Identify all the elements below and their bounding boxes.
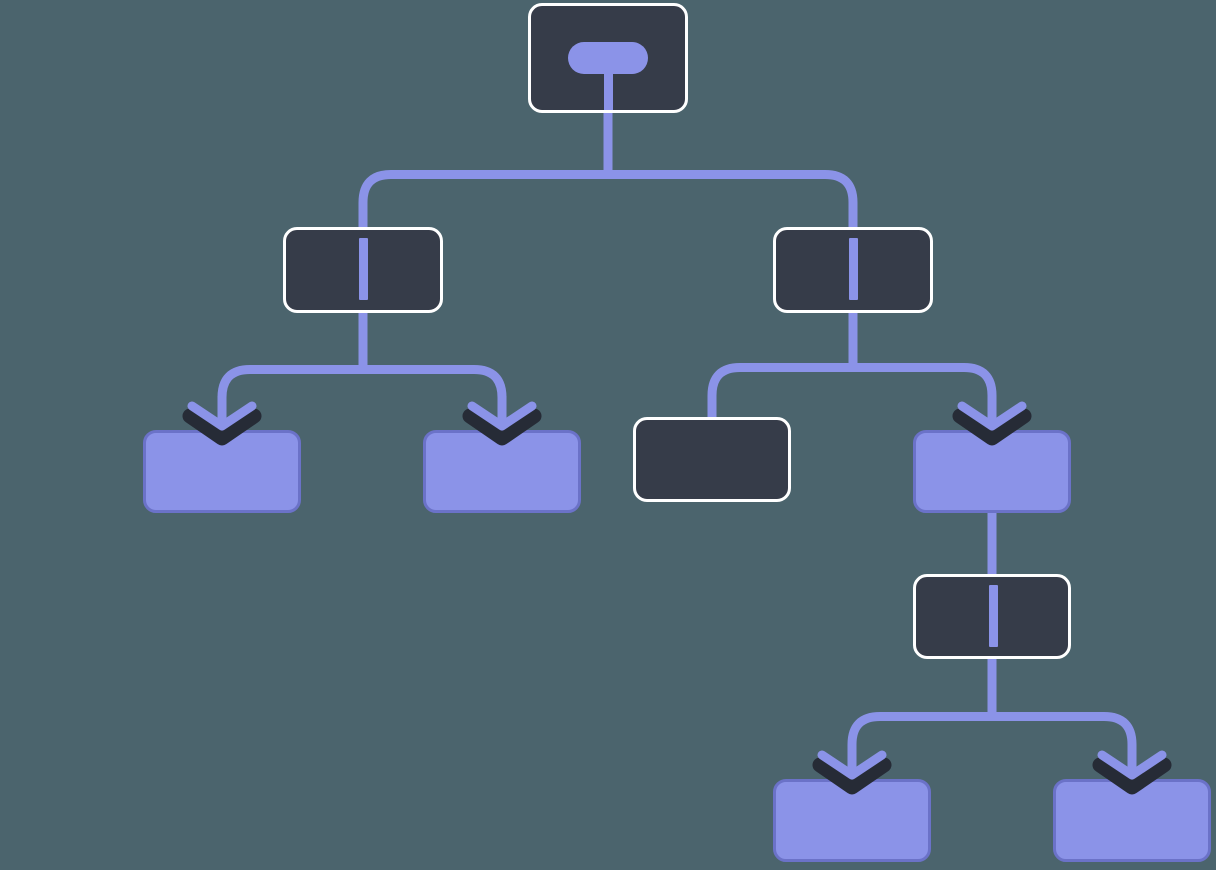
node-root[interactable]: [528, 3, 688, 113]
connector-split-left: [217, 365, 507, 402]
node-leaf-1[interactable]: [143, 430, 301, 513]
root-stem-icon: [603, 70, 613, 110]
vertical-bar-icon: [988, 585, 998, 647]
node-branch-right[interactable]: [773, 227, 933, 313]
connector-split-right: [707, 363, 997, 421]
node-branch-bottom[interactable]: [913, 574, 1071, 659]
vertical-bar-icon: [848, 238, 858, 300]
root-pill-icon: [568, 42, 648, 74]
connector-split-bottom: [847, 712, 1137, 751]
node-leaf-5[interactable]: [1053, 779, 1211, 862]
node-leaf-2[interactable]: [423, 430, 581, 513]
node-leaf-3[interactable]: [913, 430, 1071, 513]
node-plain[interactable]: [633, 417, 791, 502]
node-leaf-4[interactable]: [773, 779, 931, 862]
node-branch-left[interactable]: [283, 227, 443, 313]
vertical-bar-icon: [358, 238, 368, 300]
